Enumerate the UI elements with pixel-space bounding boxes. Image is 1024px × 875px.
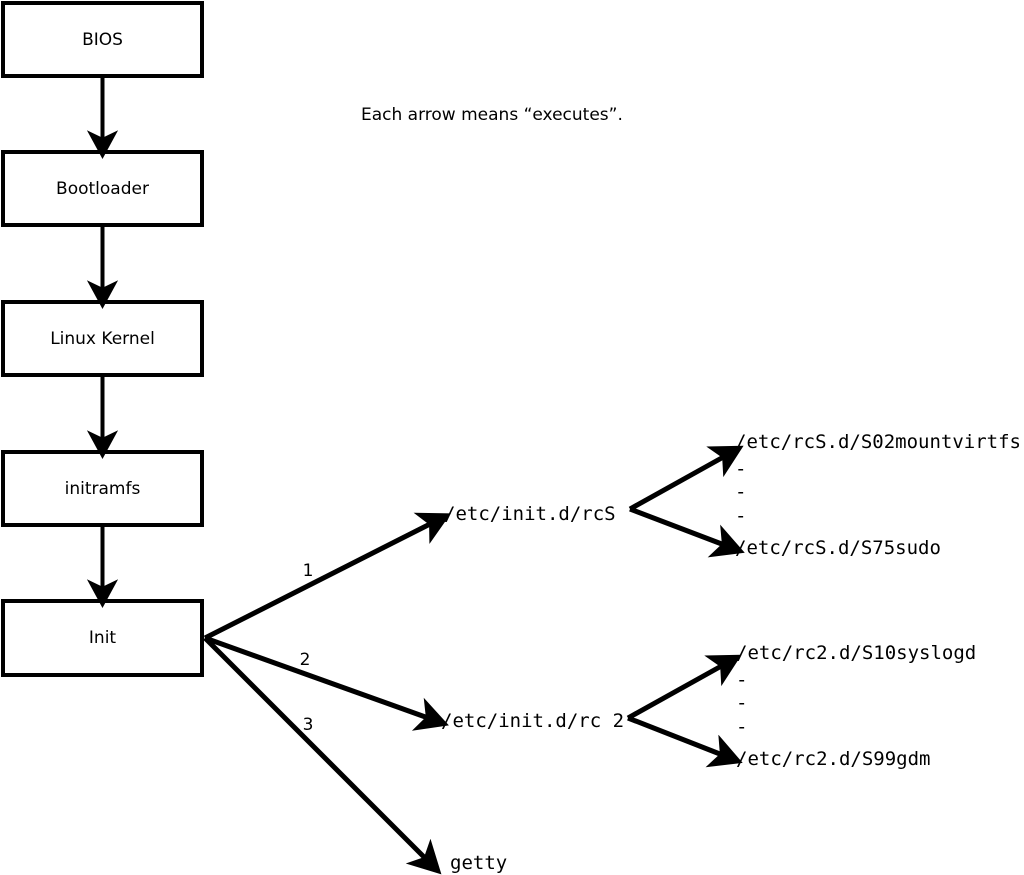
- rc2-last-script-label[interactable]: /etc/rc2.d/S99gdm: [736, 748, 930, 770]
- target-label-rcs[interactable]: /etc/init.d/rcS: [444, 503, 616, 525]
- arrow-rc2-to-last-script: [627, 715, 743, 768]
- edge-number-1: 1: [303, 561, 314, 581]
- rcs-first-script-label[interactable]: /etc/rcS.d/S02mountvirtfs: [735, 431, 1021, 453]
- edge-number-2: 2: [300, 650, 311, 670]
- node-init-label: Init: [89, 628, 117, 648]
- rc2-first-script-label[interactable]: /etc/rc2.d/S10syslogd: [736, 642, 976, 664]
- rc2-ellipsis-dash-2: -: [736, 692, 747, 714]
- init-fanout-arrows: 1 2 3: [203, 512, 451, 875]
- node-linux-kernel[interactable]: Linux Kernel: [1, 300, 204, 377]
- boot-chain-column: BIOS Bootloader Linux Kernel initramfs I…: [1, 1, 204, 677]
- node-linux-kernel-label: Linux Kernel: [50, 329, 155, 349]
- arrow-init-to-rcs: [203, 512, 451, 641]
- node-bootloader-label: Bootloader: [56, 179, 149, 199]
- rc2-ellipsis-dash-1: -: [736, 669, 747, 691]
- rc2-fanout: /etc/rc2.d/S10syslogd - - - /etc/rc2.d/S…: [626, 642, 976, 770]
- rc2-ellipsis-dash-3: -: [736, 716, 747, 738]
- init-branch-targets: /etc/init.d/rcS /etc/init.d/rc 2 getty: [441, 503, 624, 874]
- node-init[interactable]: Init: [1, 599, 204, 677]
- node-bootloader[interactable]: Bootloader: [1, 150, 204, 227]
- rcs-ellipsis-dash-1: -: [735, 458, 746, 480]
- rcs-ellipsis-dash-3: -: [735, 505, 746, 527]
- node-initramfs-label: initramfs: [65, 479, 141, 499]
- target-label-getty[interactable]: getty: [450, 852, 507, 874]
- rcs-fanout: /etc/rcS.d/S02mountvirtfs - - - /etc/rcS…: [628, 431, 1021, 559]
- node-linux-kernel-rect[interactable]: [1, 300, 204, 377]
- node-bios[interactable]: BIOS: [1, 1, 204, 78]
- node-init-rect[interactable]: [1, 599, 204, 677]
- arrow-init-to-rc2: [204, 635, 449, 731]
- edge-number-3: 3: [303, 715, 314, 735]
- node-bios-rect[interactable]: [1, 1, 204, 78]
- arrow-rc2-to-first-script: [626, 654, 742, 721]
- legend-note: Each arrow means “executes”.: [361, 105, 623, 125]
- node-bios-label: BIOS: [82, 30, 123, 50]
- node-initramfs[interactable]: initramfs: [1, 450, 204, 527]
- rcs-last-script-label[interactable]: /etc/rcS.d/S75sudo: [735, 537, 941, 559]
- arrow-rcs-to-first-script: [628, 445, 744, 512]
- arrow-init-to-getty: [203, 636, 442, 875]
- target-label-rc2[interactable]: /etc/init.d/rc 2: [441, 710, 624, 732]
- rcs-ellipsis-dash-2: -: [735, 481, 746, 503]
- arrow-rcs-to-last-script: [629, 506, 745, 558]
